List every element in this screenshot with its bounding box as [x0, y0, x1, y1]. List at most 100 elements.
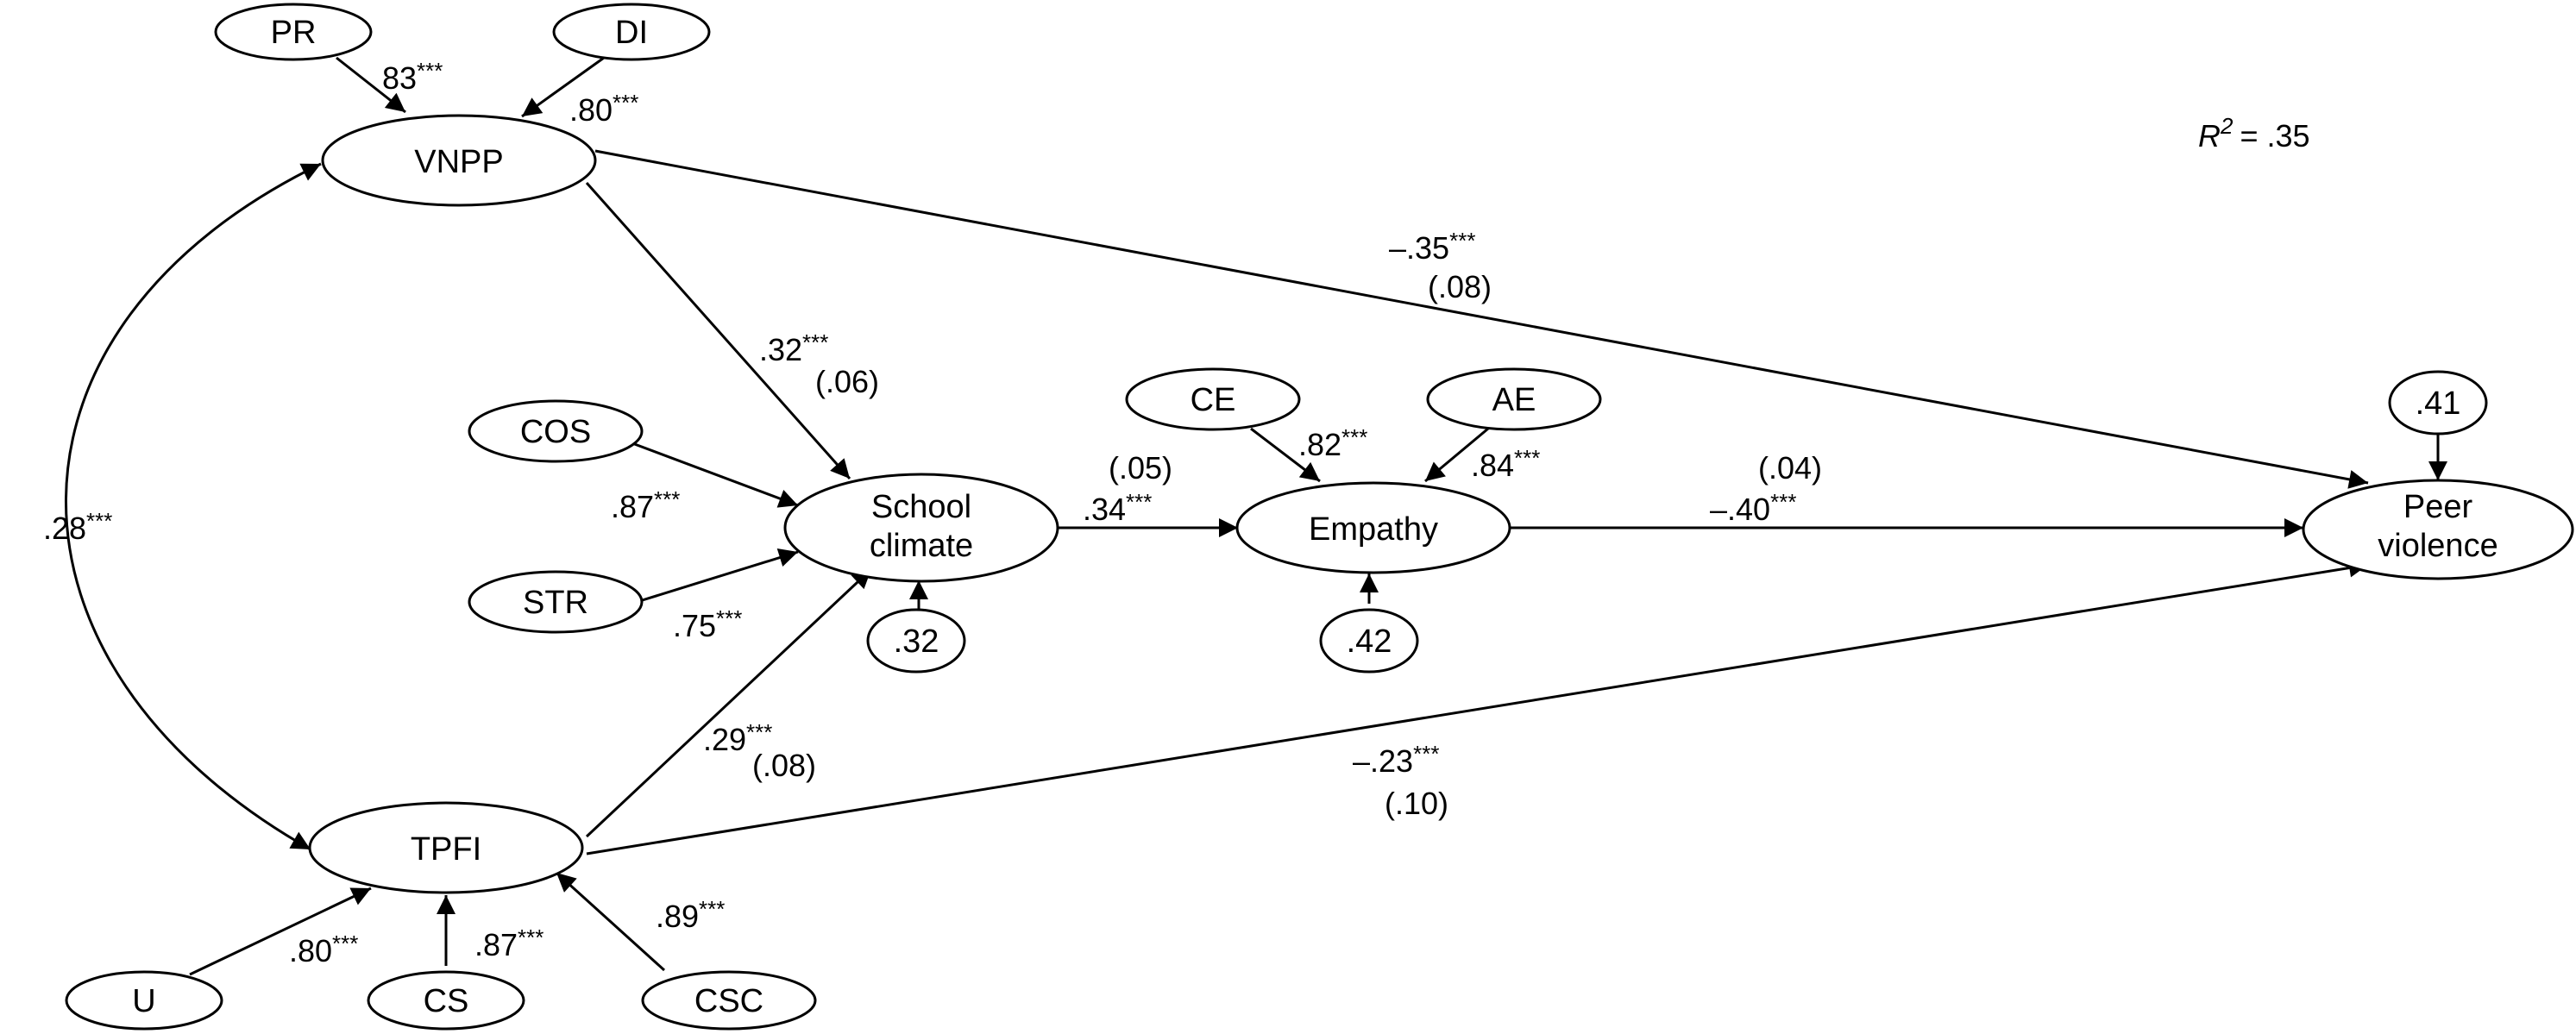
- loading-di-vnpp: .80***: [569, 90, 638, 128]
- node-csc: CSC: [641, 970, 817, 1031]
- node-csc-label: CSC: [694, 983, 763, 1019]
- node-cs-label: CS: [424, 983, 469, 1019]
- loading-cs-tpfi: .87***: [474, 924, 543, 962]
- node-school-climate: School climate: [783, 473, 1059, 583]
- edge-u-tpfi: [189, 887, 372, 976]
- sig-stars: ***: [1514, 445, 1540, 471]
- node-di: DI: [552, 3, 711, 61]
- sig-stars: ***: [86, 508, 112, 534]
- node-ae-label: AE: [1492, 382, 1536, 418]
- node-vnpp: VNPP: [321, 114, 597, 207]
- edge-pr-vnpp: [336, 56, 406, 114]
- path-tpfi-sc-coef-value: .29: [703, 722, 746, 757]
- loading-cos-sc: .87***: [611, 486, 680, 524]
- node-vnpp-label: VNPP: [414, 144, 503, 180]
- path-vnpp-sc-coef: .32***: [759, 329, 828, 367]
- loading-u-tpfi-value: .80: [289, 933, 332, 968]
- node-empathy-label: Empathy: [1309, 511, 1438, 548]
- node-peer-violence-label-line2: violence: [2378, 528, 2497, 564]
- path-vnpp-pv-coef: –.35***: [1389, 228, 1475, 266]
- edge-vnpp-tpfi-correlation: [65, 162, 322, 851]
- node-school-climate-label-line1: School: [871, 489, 971, 525]
- path-tpfi-pv-se: (.10): [1385, 786, 1448, 821]
- sig-stars: ***: [1770, 489, 1796, 515]
- node-cos-label: COS: [520, 414, 591, 450]
- path-vnpp-tpfi-corr: .28***: [43, 508, 112, 546]
- node-peer-violence-error: .41: [2388, 370, 2488, 436]
- node-pr-label: PR: [271, 15, 317, 51]
- sig-stars: ***: [1341, 424, 1367, 450]
- loading-pr-vnpp: 83***: [382, 58, 443, 96]
- loading-cos-sc-value: .87: [611, 489, 654, 524]
- node-u-label: U: [132, 983, 155, 1019]
- node-cs: CS: [367, 970, 525, 1031]
- path-emp-pv-coef: –.40***: [1710, 489, 1796, 527]
- sig-stars: ***: [802, 329, 828, 355]
- node-tpfi: TPFI: [308, 801, 584, 894]
- edge-str-school-climate: [636, 548, 799, 604]
- r-squared-symbol: R: [2198, 118, 2221, 154]
- sig-stars: ***: [654, 486, 680, 512]
- edge-ce-empathy: [1250, 427, 1321, 483]
- node-empathy: Empathy: [1235, 481, 1511, 574]
- loading-str-sc-value: .75: [673, 608, 716, 643]
- node-peer-violence-error-label: .41: [2416, 385, 2461, 422]
- sig-stars: ***: [1126, 489, 1152, 515]
- node-di-label: DI: [615, 15, 648, 51]
- node-empathy-error-label: .42: [1347, 624, 1392, 660]
- r-squared-value: = .35: [2240, 118, 2309, 154]
- path-vnpp-sc-coef-value: .32: [759, 332, 802, 367]
- node-tpfi-label: TPFI: [411, 831, 481, 868]
- loading-u-tpfi: .80***: [289, 931, 358, 968]
- node-empathy-error: .42: [1319, 608, 1419, 674]
- path-vnpp-sc-se: (.06): [815, 364, 879, 399]
- node-ae: AE: [1426, 367, 1602, 431]
- sig-stars: ***: [1449, 228, 1475, 254]
- edge-csc-tpfi: [555, 871, 666, 972]
- node-ce: CE: [1125, 367, 1301, 431]
- edge-cos-school-climate: [631, 442, 799, 508]
- node-school-climate-error-label: .32: [894, 624, 939, 660]
- node-school-climate-error: .32: [866, 608, 966, 674]
- edge-vnpp-peer-violence: [594, 149, 2369, 489]
- loading-ce-emp-value: .82: [1298, 427, 1341, 462]
- loading-ae-emp-value: .84: [1471, 448, 1514, 483]
- path-sc-emp-coef: .34***: [1083, 489, 1152, 527]
- sig-stars: ***: [716, 605, 742, 631]
- sig-stars: ***: [1413, 741, 1439, 767]
- path-sc-emp-se: (.05): [1109, 450, 1172, 486]
- loading-pr-vnpp-value: 83: [382, 60, 417, 96]
- r-squared-label: R2= .35: [2198, 113, 2310, 154]
- sig-stars: ***: [613, 90, 638, 116]
- sig-stars: ***: [518, 924, 543, 950]
- loading-str-sc: .75***: [673, 605, 742, 643]
- loading-csc-tpfi-value: .89: [656, 899, 699, 934]
- r-squared-exponent: 2: [2220, 113, 2234, 139]
- node-str: STR: [468, 570, 644, 634]
- path-vnpp-pv-coef-value: –.35: [1389, 230, 1449, 266]
- path-tpfi-pv-coef-value: –.23: [1353, 743, 1413, 779]
- edge-tpfi-school-climate: [585, 567, 873, 838]
- node-pr: PR: [214, 3, 373, 61]
- node-str-label: STR: [523, 585, 588, 621]
- edge-vnpp-school-climate: [585, 182, 851, 479]
- loading-csc-tpfi: .89***: [656, 896, 725, 934]
- path-tpfi-sc-se: (.08): [752, 748, 816, 783]
- path-vnpp-pv-se: (.08): [1428, 269, 1492, 304]
- path-vnpp-tpfi-corr-value: .28: [43, 511, 86, 546]
- edge-tpfi-peer-violence: [586, 558, 2369, 855]
- node-u: U: [65, 970, 223, 1031]
- sig-stars: ***: [417, 58, 443, 84]
- node-ce-label: CE: [1191, 382, 1236, 418]
- loading-cs-tpfi-value: .87: [474, 927, 518, 962]
- node-peer-violence-label-line1: Peer: [2403, 489, 2473, 525]
- path-emp-pv-coef-value: –.40: [1710, 492, 1770, 527]
- node-cos: COS: [468, 399, 644, 463]
- path-sc-emp-coef-value: .34: [1083, 492, 1126, 527]
- loading-ce-emp: .82***: [1298, 424, 1367, 462]
- path-emp-pv-se: (.04): [1758, 450, 1822, 486]
- edges: [65, 56, 2447, 976]
- node-peer-violence: Peer violence: [2302, 479, 2574, 580]
- edge-ae-empathy: [1424, 427, 1489, 483]
